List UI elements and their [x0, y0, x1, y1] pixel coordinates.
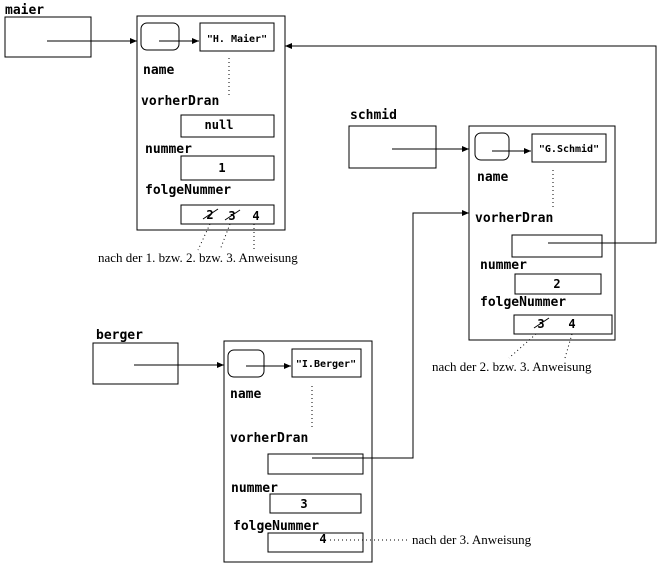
maier-note: nach der 1. bzw. 2. bzw. 3. Anweisung [98, 250, 298, 265]
maier-variable-box [4, 16, 92, 58]
schmid-name-label: name [477, 170, 508, 185]
maier-name-string-box [199, 22, 275, 52]
schmid-nummer-cell [514, 273, 602, 295]
berger-name-string-box [291, 348, 362, 378]
maier-folge-value-1: 2 [206, 208, 213, 222]
schmid-note: nach der 2. bzw. 3. Anweisung [432, 359, 592, 374]
schmid-object [468, 125, 616, 341]
schmid-name-string-box [531, 133, 607, 163]
schmid-note-leader-2 [564, 333, 573, 359]
maier-folge-strike-2 [224, 209, 241, 221]
schmid-vorher-cell [511, 234, 603, 258]
maier-variable-label: maier [5, 3, 44, 18]
berger-nummer-label: nummer [231, 481, 278, 496]
schmid-folge-label: folgeNummer [480, 295, 566, 310]
schmid-folge-value-1: 3 [537, 317, 544, 331]
maier-folge-label: folgeNummer [145, 183, 231, 198]
maier-folge-strike-1 [202, 208, 219, 220]
berger-name-reference-cell [227, 349, 265, 378]
maier-vorher-value: null [205, 118, 234, 132]
maier-nummer-label: nummer [145, 142, 192, 157]
schmid-nummer-value: 2 [553, 277, 560, 291]
berger-variable-label: berger [96, 328, 143, 343]
schmid-nummer-label: nummer [480, 258, 527, 273]
maier-name-string: "H. Maier" [207, 33, 267, 45]
schmid-folge-strike-1 [533, 317, 550, 329]
maier-folge-cell [180, 204, 275, 225]
schmid-folge-cell [513, 314, 613, 335]
schmid-variable-label: schmid [350, 108, 397, 123]
berger-folge-label: folgeNummer [233, 519, 319, 534]
berger-vorher-label: vorherDran [230, 431, 308, 446]
berger-folge-value-1: 4 [319, 532, 326, 546]
maier-folge-value-2: 3 [228, 209, 235, 223]
schmid-vorher-to-maier-arrow [285, 43, 657, 244]
maier-nummer-cell [180, 155, 275, 181]
berger-folge-cell [267, 532, 364, 553]
maier-nummer-value: 1 [218, 161, 225, 175]
berger-vorher-to-schmid-arrow [312, 210, 469, 459]
berger-nummer-value: 3 [300, 497, 307, 511]
schmid-vorher-label: vorherDran [475, 211, 553, 226]
berger-nummer-cell [269, 493, 362, 514]
schmid-note-leader-1 [508, 333, 537, 359]
berger-note: nach der 3. Anweisung [412, 532, 532, 547]
maier-vorher-label: vorherDran [141, 94, 219, 109]
maier-folge-value-3: 4 [252, 209, 259, 223]
berger-name-string: "I.Berger" [296, 359, 356, 370]
schmid-name-reference-cell [474, 132, 510, 161]
berger-object [223, 340, 373, 563]
maier-name-reference-cell [140, 22, 180, 51]
berger-variable-box [92, 342, 179, 385]
maier-object [136, 15, 286, 231]
schmid-folge-value-2: 4 [568, 317, 575, 331]
maier-note-leader-2 [219, 223, 231, 251]
maier-name-label: name [143, 63, 174, 78]
maier-note-leader-1 [197, 223, 211, 251]
schmid-variable-box [348, 125, 437, 169]
berger-name-label: name [230, 387, 261, 402]
berger-vorher-cell [267, 453, 364, 475]
maier-vorher-cell [180, 114, 275, 138]
schmid-name-string: "G.Schmid" [539, 143, 599, 155]
